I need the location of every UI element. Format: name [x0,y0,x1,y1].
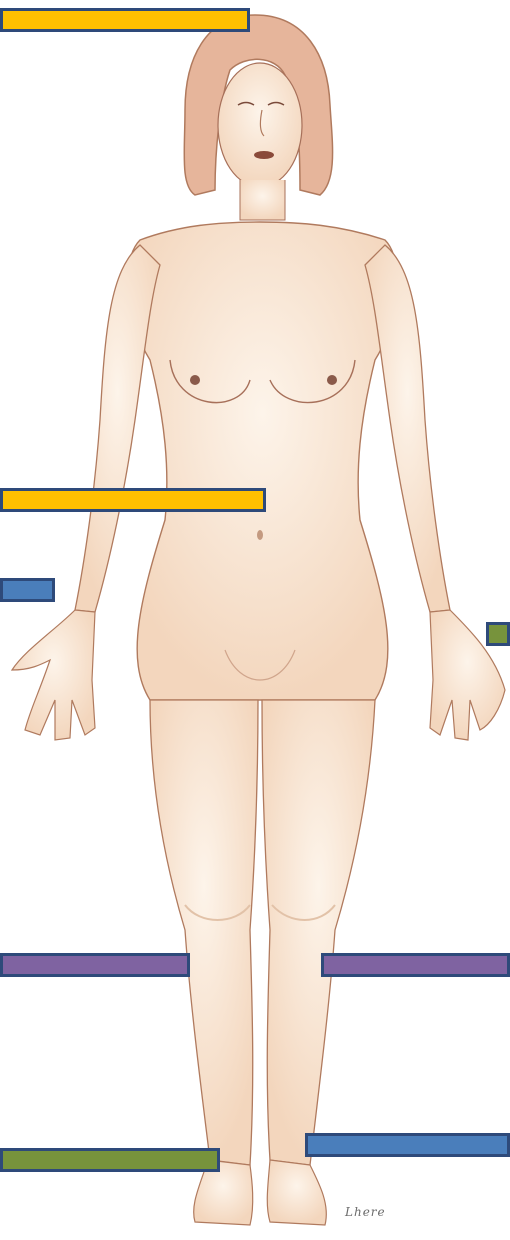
mouth [254,151,274,159]
artist-signature: Lhere [345,1205,386,1219]
label-right-ankle[interactable] [305,1133,510,1157]
left-nipple [190,375,200,385]
left-hand [12,610,95,740]
right-leg [262,700,375,1165]
label-waist[interactable] [0,488,266,512]
torso [128,222,398,700]
left-arm [75,245,160,612]
label-left-hand[interactable] [0,578,55,602]
neck [240,180,285,220]
label-right-hand[interactable] [486,622,510,646]
navel [257,530,263,540]
label-right-knee[interactable] [321,953,510,977]
right-foot [267,1160,326,1225]
label-left-knee[interactable] [0,953,190,977]
right-arm [365,245,450,612]
label-left-ankle[interactable] [0,1148,220,1172]
left-leg [150,700,258,1165]
label-head[interactable] [0,8,250,32]
right-nipple [327,375,337,385]
